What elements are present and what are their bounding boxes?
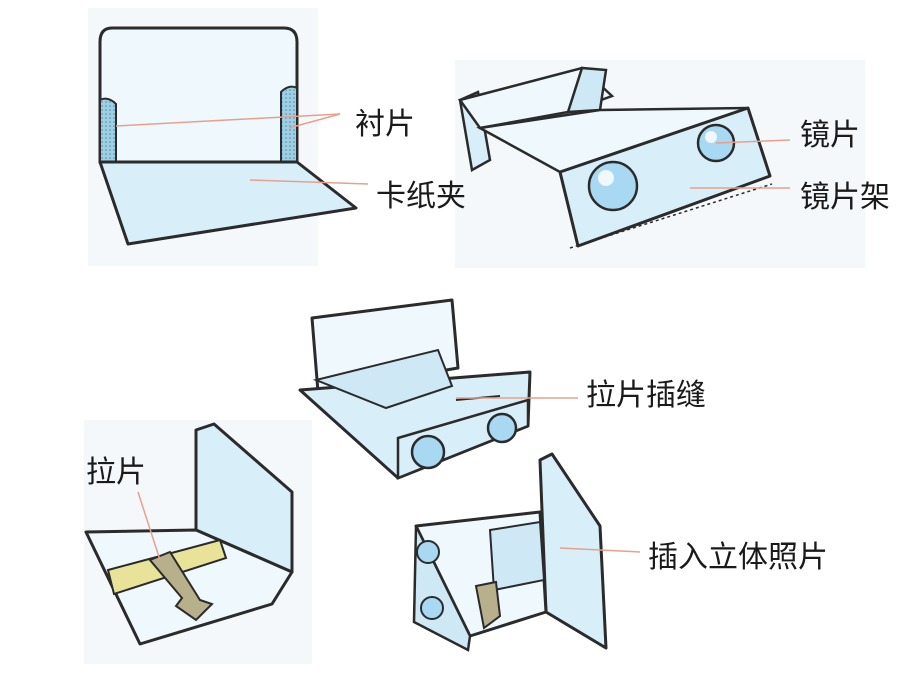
card-clip-illustration <box>88 8 358 266</box>
insert-photo-illustration <box>412 452 608 652</box>
label-lens: 镜片 <box>800 118 860 153</box>
leader-lining-right <box>288 113 341 129</box>
label-card-clip: 卡纸夹 <box>376 179 466 214</box>
label-pull-tab: 拉片 <box>86 455 146 490</box>
label-tab-slot: 拉片插缝 <box>586 378 706 413</box>
pull-tab-illustration <box>84 420 312 664</box>
label-lining: 衬片 <box>355 107 415 142</box>
label-lens-frame: 镜片架 <box>800 180 890 215</box>
assembled-viewer-illustration <box>298 298 532 480</box>
leader-lines <box>115 113 791 561</box>
leader-pull-tab <box>137 491 161 561</box>
leader-card-clip <box>249 179 369 185</box>
lens-frame-illustration <box>455 60 865 268</box>
leader-lining-left <box>115 113 341 127</box>
label-insert-photo: 插入立体照片 <box>648 540 828 575</box>
leader-lens <box>715 139 791 144</box>
leader-insert-photo <box>559 547 641 553</box>
